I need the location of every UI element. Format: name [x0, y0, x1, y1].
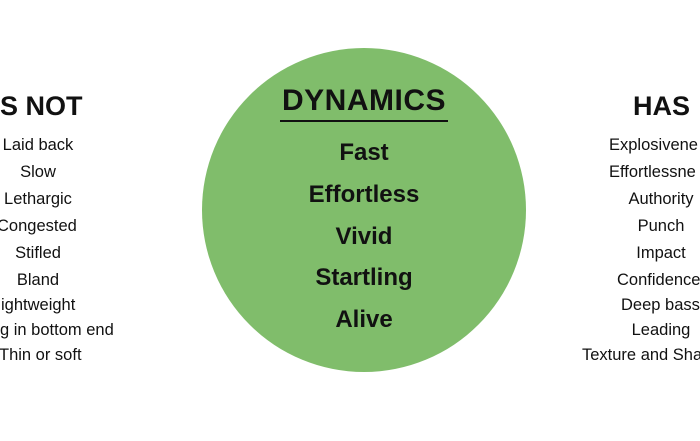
circle-item: Effortless: [308, 181, 420, 208]
right-item: Deep bass: [621, 296, 700, 314]
circle-item: Startling: [315, 264, 413, 291]
left-item: Thin or soft: [0, 346, 82, 364]
left-heading: S NOT: [0, 91, 83, 121]
right-item: Explosivene: [609, 136, 698, 154]
left-item: Laid back: [2, 136, 74, 154]
circle-title: DYNAMICS: [202, 84, 526, 122]
right-heading: HAS: [633, 91, 691, 121]
left-item: Stifled: [15, 244, 61, 262]
left-item: Congested: [0, 217, 77, 235]
right-item: Texture and Sha: [582, 346, 700, 364]
left-item: Bland: [16, 271, 60, 289]
left-item: ightweight: [1, 296, 76, 314]
left-item: Lethargic: [4, 190, 72, 208]
circle-item: Fast: [339, 139, 389, 166]
circle-item: Alive: [335, 306, 393, 333]
right-item: Punch: [637, 217, 685, 235]
circle-item: Vivid: [335, 223, 393, 250]
circle-title-text: DYNAMICS: [279, 84, 448, 122]
right-item: Effortlessne: [609, 163, 696, 181]
dynamics-circle: DYNAMICS Fast Effortless Vivid Startling…: [202, 48, 526, 372]
right-item: Impact: [636, 244, 686, 262]
left-item: Slow: [20, 163, 56, 181]
right-item: Leading: [631, 321, 691, 339]
left-item: g in bottom end: [0, 321, 114, 339]
right-item: Authority: [628, 190, 694, 208]
right-item: Confidence: [617, 271, 700, 289]
